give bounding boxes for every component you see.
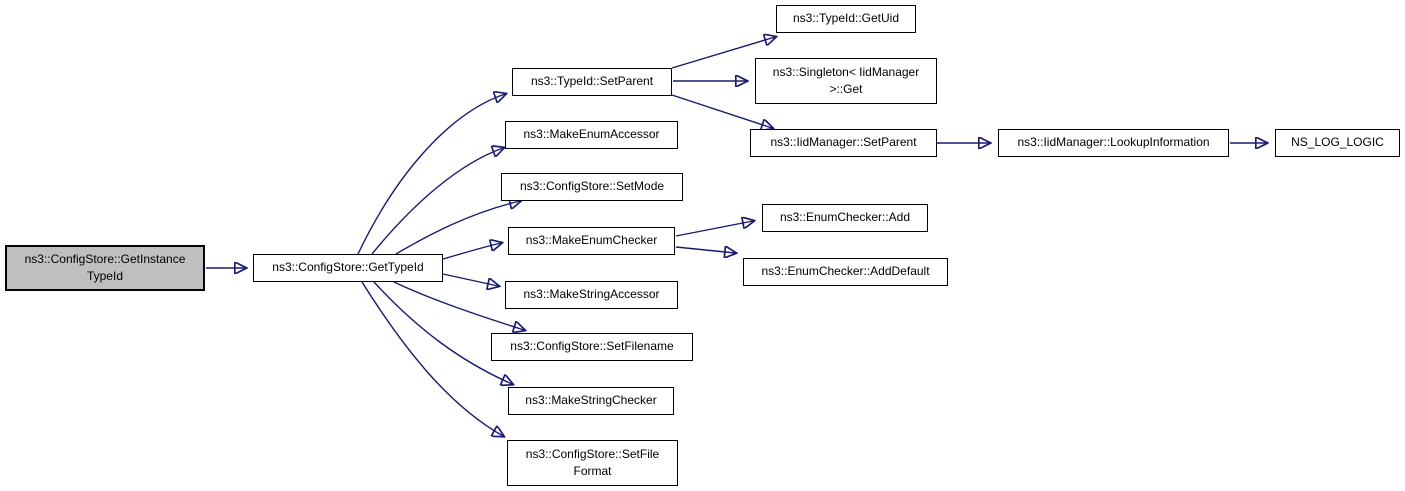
edge-makeenumchecker-to-add — [675, 221, 753, 237]
edge-gettypeid-to-setfileformat — [361, 281, 503, 436]
node-makeenumaccessor[interactable]: ns3::MakeEnumAccessor — [505, 121, 678, 149]
node-makestringchecker[interactable]: ns3::MakeStringChecker — [508, 387, 674, 415]
edge-gettypeid-to-setparent — [357, 94, 505, 255]
node-singleton-iidmanager-get[interactable]: ns3::Singleton< IidManager >::Get — [755, 58, 937, 104]
edge-gettypeid-to-makestringchecker — [373, 281, 512, 384]
node-configstore-gettypeid[interactable]: ns3::ConfigStore::GetTypeId — [253, 254, 443, 282]
node-enumchecker-adddefault[interactable]: ns3::EnumChecker::AddDefault — [743, 258, 948, 286]
edge-gettypeid-to-setmode — [395, 201, 520, 255]
node-configstore-setfilename[interactable]: ns3::ConfigStore::SetFilename — [491, 333, 693, 361]
node-makestringaccessor[interactable]: ns3::MakeStringAccessor — [505, 281, 678, 309]
node-configstore-setmode[interactable]: ns3::ConfigStore::SetMode — [501, 173, 683, 201]
node-configstore-getinstancetypeid[interactable]: ns3::ConfigStore::GetInstance TypeId — [5, 245, 205, 291]
node-ns-log-logic[interactable]: NS_LOG_LOGIC — [1275, 129, 1400, 157]
node-typeid-setparent[interactable]: ns3::TypeId::SetParent — [512, 68, 672, 96]
node-enumchecker-add[interactable]: ns3::EnumChecker::Add — [762, 204, 928, 232]
node-typeid-getuid[interactable]: ns3::TypeId::GetUid — [776, 5, 916, 33]
edge-makeenumchecker-to-adddefault — [675, 247, 735, 253]
node-iidmanager-setparent[interactable]: ns3::IidManager::SetParent — [750, 129, 937, 157]
node-makeenumchecker[interactable]: ns3::MakeEnumChecker — [508, 227, 675, 255]
edge-setparent-to-iidmanager-setparent — [671, 94, 772, 128]
edge-gettypeid-to-makestringaccessor — [442, 273, 498, 286]
node-configstore-setfileformat[interactable]: ns3::ConfigStore::SetFile Format — [507, 440, 678, 486]
edge-setparent-to-getuid — [671, 37, 775, 69]
edge-gettypeid-to-makeenumaccessor — [371, 148, 503, 255]
node-iidmanager-lookupinformation[interactable]: ns3::IidManager::LookupInformation — [998, 129, 1229, 157]
edge-gettypeid-to-setfilename — [393, 281, 524, 330]
edge-gettypeid-to-makeenumchecker — [442, 243, 501, 260]
